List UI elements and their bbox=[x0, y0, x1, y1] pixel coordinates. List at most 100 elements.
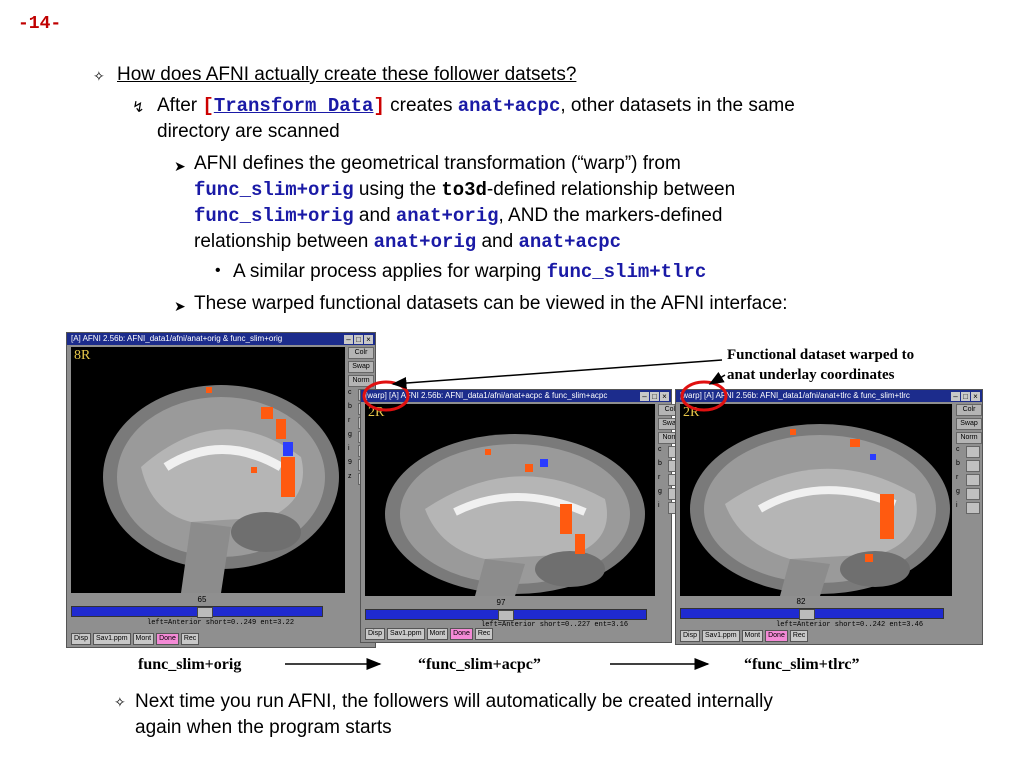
text: A similar process applies for warping bbox=[233, 261, 547, 282]
warped-datasets-line: These warped functional datasets can be … bbox=[194, 293, 788, 314]
arrow-down-icon[interactable] bbox=[966, 446, 980, 458]
done-button[interactable]: Done bbox=[156, 633, 179, 645]
slice-slider[interactable] bbox=[680, 608, 944, 620]
transform-data-label: Transform Data bbox=[213, 95, 374, 117]
disp-button[interactable]: Disp bbox=[365, 628, 386, 640]
warp-line2: func_slim+orig using the to3d-defined re… bbox=[194, 177, 735, 203]
done-button[interactable]: Done bbox=[450, 628, 473, 640]
rec-button[interactable]: Rec bbox=[180, 633, 200, 645]
save-ppm-button[interactable]: Sav1.ppm bbox=[387, 628, 425, 640]
caption-orig: func_slim+orig bbox=[138, 656, 242, 673]
row-label: r bbox=[658, 474, 661, 481]
bracket: ] bbox=[373, 95, 385, 117]
text: , other datasets in the same bbox=[560, 95, 795, 116]
window-titlebar: [warp] [A] AFNI 2.56b: AFNI_data1/afni/a… bbox=[361, 390, 671, 402]
question-heading: How does AFNI actually create these foll… bbox=[117, 64, 577, 85]
norm-button[interactable]: Norm bbox=[956, 432, 982, 444]
status-text: left=Anterior short=0..242 ent=3.46 bbox=[776, 621, 924, 629]
mont-button[interactable]: Mont bbox=[741, 630, 764, 642]
close-icon[interactable]: × bbox=[364, 335, 373, 344]
bullet-transform-data-line2: directory are scanned bbox=[157, 121, 340, 142]
window-title: [warp] [A] AFNI 2.56b: AFNI_data1/afni/a… bbox=[365, 391, 608, 400]
minimize-icon[interactable]: – bbox=[640, 392, 649, 401]
caption-tlrc: “func_slim+tlrc” bbox=[744, 656, 860, 673]
close-icon[interactable]: × bbox=[971, 392, 980, 401]
window-title: [warp] [A] AFNI 2.56b: AFNI_data1/afni/a… bbox=[680, 391, 910, 400]
tool-name: to3d bbox=[441, 179, 487, 201]
row-label: r bbox=[956, 474, 959, 481]
brain-sagittal-image bbox=[103, 385, 339, 593]
slide-number: -14- bbox=[18, 14, 62, 34]
text: , AND the markers-defined bbox=[498, 205, 723, 226]
row-label: c bbox=[658, 446, 662, 453]
norm-button[interactable]: Norm bbox=[348, 375, 374, 387]
done-button[interactable]: Done bbox=[765, 630, 788, 642]
image-view[interactable]: 2R bbox=[680, 404, 952, 596]
brain-sagittal-image bbox=[385, 434, 645, 596]
minimize-icon[interactable]: – bbox=[951, 392, 960, 401]
caption-acpc: “func_slim+acpc” bbox=[418, 656, 541, 673]
maximize-icon[interactable]: □ bbox=[961, 392, 970, 401]
arrow-down-icon[interactable] bbox=[966, 460, 980, 472]
next-time-line1: Next time you run AFNI, the followers wi… bbox=[135, 691, 773, 712]
warp-line3: func_slim+orig and anat+orig, AND the ma… bbox=[194, 203, 722, 229]
diamond-bullet-icon: ✧ bbox=[114, 694, 126, 710]
swap-button[interactable]: Swap bbox=[348, 361, 374, 373]
image-view[interactable]: 2R bbox=[365, 404, 655, 596]
colr-button[interactable]: Colr bbox=[348, 347, 374, 359]
row-label: g bbox=[348, 431, 352, 438]
mont-button[interactable]: Mont bbox=[132, 633, 155, 645]
text: -defined relationship between bbox=[486, 179, 736, 200]
next-time-line2: again when the program starts bbox=[135, 717, 392, 738]
afni-window-orig: [A] AFNI 2.56b: AFNI_data1/afni/anat+ori… bbox=[66, 332, 376, 648]
annotation: Functional dataset warped to anat underl… bbox=[727, 345, 914, 385]
annotation-arrow bbox=[708, 371, 726, 385]
maximize-icon[interactable]: □ bbox=[354, 335, 363, 344]
diamond-bullet-icon: ✧ bbox=[93, 68, 105, 84]
minimize-icon[interactable]: – bbox=[344, 335, 353, 344]
side-controls: Colr Swap Norm c b r g i bbox=[956, 404, 982, 516]
annotation-line2: anat underlay coordinates bbox=[727, 367, 895, 383]
dataset-name: anat+acpc bbox=[518, 231, 622, 253]
text-after: After bbox=[157, 95, 203, 116]
maximize-icon[interactable]: □ bbox=[650, 392, 659, 401]
image-view[interactable]: 8R bbox=[71, 347, 345, 593]
row-label: b bbox=[956, 460, 960, 467]
row-label: g bbox=[658, 488, 662, 495]
save-ppm-button[interactable]: Sav1.ppm bbox=[702, 630, 740, 642]
check-bullet-icon: ↯ bbox=[132, 99, 145, 116]
mont-button[interactable]: Mont bbox=[426, 628, 449, 640]
slice-slider[interactable] bbox=[71, 606, 323, 618]
row-label: c bbox=[956, 446, 960, 453]
slice-slider[interactable] bbox=[365, 609, 647, 621]
arrow-down-icon[interactable] bbox=[966, 488, 980, 500]
swap-button[interactable]: Swap bbox=[956, 418, 982, 430]
window-titlebar: [A] AFNI 2.56b: AFNI_data1/afni/anat+ori… bbox=[67, 333, 375, 345]
afni-window-tlrc: [warp] [A] AFNI 2.56b: AFNI_data1/afni/a… bbox=[675, 389, 983, 645]
highlight-circle-warp bbox=[362, 380, 410, 412]
arrow-down-icon[interactable] bbox=[966, 502, 980, 514]
slice-number: 82 bbox=[796, 597, 806, 606]
disp-button[interactable]: Disp bbox=[71, 633, 92, 645]
row-label: c bbox=[348, 389, 352, 396]
close-icon[interactable]: × bbox=[660, 392, 669, 401]
dataset-name: func_slim+orig bbox=[194, 179, 354, 201]
slider-knob[interactable] bbox=[197, 607, 213, 618]
slice-number: 65 bbox=[197, 595, 207, 604]
dataset-name: func_slim+tlrc bbox=[546, 261, 707, 283]
slider-knob[interactable] bbox=[498, 610, 514, 621]
save-ppm-button[interactable]: Sav1.ppm bbox=[93, 633, 131, 645]
slider-knob[interactable] bbox=[799, 609, 815, 620]
colr-button[interactable]: Colr bbox=[956, 404, 982, 416]
status-text: left=Anterior short=0..249 ent=3.22 bbox=[147, 619, 295, 627]
row-label: g bbox=[956, 488, 960, 495]
slice-number: 97 bbox=[496, 598, 506, 607]
dataset-name: anat+acpc bbox=[457, 95, 561, 117]
dot-bullet-icon: • bbox=[215, 262, 221, 279]
rec-button[interactable]: Rec bbox=[474, 628, 494, 640]
disp-button[interactable]: Disp bbox=[680, 630, 701, 642]
rec-button[interactable]: Rec bbox=[789, 630, 809, 642]
arrow-down-icon[interactable] bbox=[966, 474, 980, 486]
orientation-label: 8R bbox=[74, 348, 91, 363]
